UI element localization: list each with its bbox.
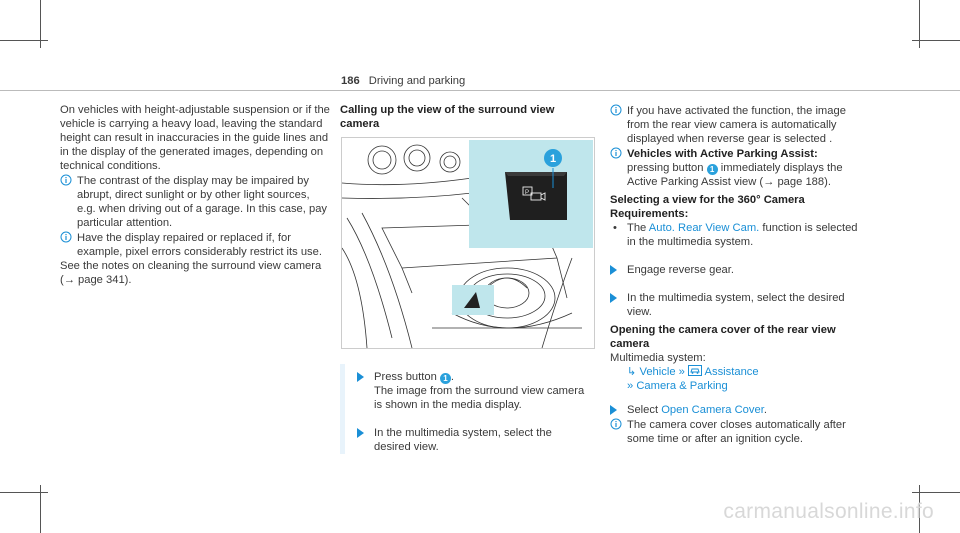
menu-path-item: Assistance bbox=[704, 366, 759, 378]
note: Vehicles with Active Parking Assist: pre… bbox=[610, 147, 860, 189]
info-icon bbox=[610, 418, 622, 430]
step-text: In the multimedia system, select the des… bbox=[374, 427, 552, 453]
crop-mark bbox=[40, 485, 41, 533]
column-middle: Calling up the view of the surround view… bbox=[340, 103, 590, 131]
note-text: Have the display repaired or replaced if… bbox=[77, 232, 322, 258]
menu-path: » Camera & Parking bbox=[610, 379, 860, 393]
note-text: pressing button bbox=[627, 162, 704, 174]
menu-reference: Open Camera Cover bbox=[661, 404, 764, 416]
step: Select Open Camera Cover. bbox=[610, 403, 860, 417]
step-text: . bbox=[450, 371, 455, 383]
info-icon bbox=[610, 104, 622, 116]
crop-mark bbox=[912, 492, 960, 493]
section-heading: Selecting a view for the 360° Camera bbox=[610, 194, 805, 206]
step: In the multimedia system, select the des… bbox=[357, 426, 590, 454]
section-title: Driving and parking bbox=[368, 75, 466, 87]
step: Engage reverse gear. bbox=[610, 263, 860, 277]
step-text: In the multimedia system, select the des… bbox=[627, 292, 845, 318]
step-arrow-icon bbox=[357, 428, 364, 438]
note-text: immediately displays the Active Parking … bbox=[627, 162, 843, 188]
note: Have the display repaired or replaced if… bbox=[60, 231, 330, 259]
info-icon bbox=[610, 147, 622, 159]
bullet-icon: • bbox=[613, 222, 617, 234]
return-arrow-icon: ↳ bbox=[627, 366, 637, 378]
chevron-right-icon: » bbox=[627, 380, 634, 392]
step-arrow-icon bbox=[610, 405, 617, 415]
paragraph: See the notes on cleaning the surround v… bbox=[60, 260, 322, 286]
chevron-right-icon: » bbox=[678, 366, 685, 378]
note-text: The contrast of the display may be impai… bbox=[77, 175, 328, 229]
header-rule bbox=[0, 90, 960, 91]
menu-path-item: Vehicle bbox=[639, 366, 676, 378]
multimedia-label: Multimedia system: bbox=[610, 352, 706, 364]
note: The camera cover closes automatically af… bbox=[610, 418, 860, 446]
crop-mark bbox=[919, 0, 920, 48]
page-number: 186 bbox=[341, 75, 360, 87]
step-text: The image from the surround view camera … bbox=[374, 385, 585, 411]
callout-1-icon: 1 bbox=[439, 373, 451, 384]
crop-mark bbox=[0, 492, 48, 493]
step-arrow-icon bbox=[357, 372, 364, 382]
requirement-item: • The Auto. Rear View Cam. function is s… bbox=[610, 221, 860, 249]
center-console-drawing: P 1 bbox=[342, 140, 593, 348]
svg-text:P: P bbox=[525, 190, 529, 196]
step-highlight bbox=[340, 364, 345, 454]
section-heading: Opening the camera cover of the rear vie… bbox=[610, 324, 836, 350]
column-left: On vehicles with height-adjustable suspe… bbox=[60, 103, 330, 287]
paragraph: On vehicles with height-adjustable suspe… bbox=[60, 104, 330, 172]
note: If you have activated the function, the … bbox=[610, 104, 860, 146]
steps-middle: Press button 1. The image from the surro… bbox=[340, 364, 590, 454]
step-arrow-icon bbox=[610, 265, 617, 275]
crop-mark bbox=[40, 0, 41, 48]
step-text: Select bbox=[627, 404, 659, 416]
menu-reference: Auto. Rear View Cam. bbox=[648, 222, 760, 234]
watermark: carmanualsonline.info bbox=[723, 500, 934, 523]
column-right: If you have activated the function, the … bbox=[610, 103, 860, 446]
menu-path: ↳ Vehicle » Assistance bbox=[610, 365, 860, 379]
crop-mark bbox=[919, 485, 920, 533]
menu-path-item: Camera & Parking bbox=[636, 380, 728, 392]
step-arrow-icon bbox=[610, 293, 617, 303]
note: The contrast of the display may be impai… bbox=[60, 174, 330, 230]
requirement-text: function is selected in the multimedia s… bbox=[627, 222, 858, 248]
info-icon bbox=[60, 231, 72, 243]
note-title: Vehicles with Active Parking Assist: bbox=[627, 148, 818, 160]
crop-mark bbox=[0, 40, 48, 41]
step-text: Engage reverse gear. bbox=[627, 264, 734, 276]
car-icon bbox=[688, 365, 703, 376]
crop-mark bbox=[912, 40, 960, 41]
callout-1-icon: 1 bbox=[706, 164, 718, 175]
note-text: The camera cover closes automatically af… bbox=[627, 419, 846, 445]
step-text: Press button bbox=[374, 371, 437, 383]
info-icon bbox=[60, 174, 72, 186]
page-header: 186 Driving and parking bbox=[341, 74, 465, 88]
step: Press button 1. The image from the surro… bbox=[357, 370, 590, 412]
requirement-text: The bbox=[627, 222, 647, 234]
section-heading: Calling up the view of the surround view… bbox=[340, 104, 555, 130]
note-text: If you have activated the function, the … bbox=[627, 105, 846, 145]
step: In the multimedia system, select the des… bbox=[610, 291, 860, 319]
requirements-label: Requirements: bbox=[610, 208, 689, 220]
callout-label: 1 bbox=[550, 153, 556, 165]
step-text: . bbox=[763, 404, 767, 416]
console-illustration: P 1 bbox=[341, 137, 595, 349]
